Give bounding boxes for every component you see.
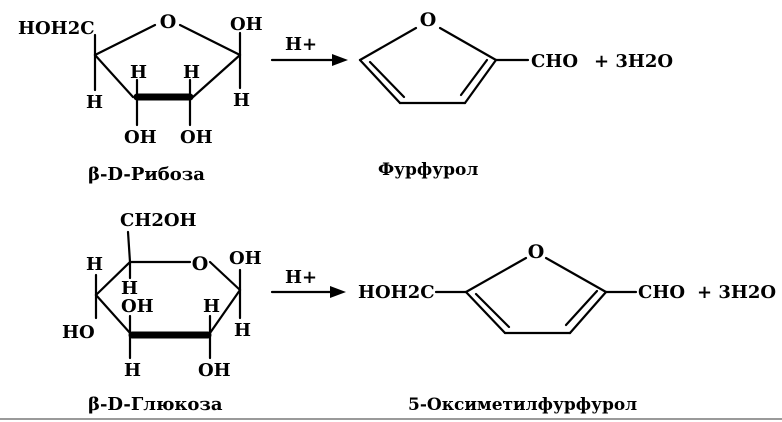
arrow-head [330,286,346,298]
furan-oxygen: O [420,9,437,31]
glucose-caption: β-D-Глюкоза [88,394,223,415]
arrow-2: H+ [270,267,346,298]
cho-group: CHO [638,282,685,303]
c3-h-label: H [124,360,141,381]
ch2oh-group: CH2OH [120,210,197,231]
ring-bond [208,260,242,292]
catalyst-label: H+ [285,267,317,288]
c2-h-label: H [183,62,200,83]
furfural-molecule: O CHO [358,9,578,105]
ribose-molecule: O HOH2C OH H H H H OH OH [18,11,263,148]
ring-bond [93,53,135,99]
c4-h-label: H [86,92,103,113]
hoh2c-group: HOH2C [18,18,95,39]
ring-bond [358,26,418,62]
catalyst-label: H+ [285,34,317,55]
c4-h-label: H [86,254,103,275]
water-term: + 3H2O [594,51,673,72]
c1-h-label: H [233,90,250,111]
ring-double-bond [564,289,599,327]
c4-ho-label: HO [62,322,95,343]
ring-bond [464,256,528,294]
c2-oh-label: OH [198,360,231,381]
ring-bond [93,23,157,57]
hmf-caption: 5-Оксиметилфурфурол [408,395,637,415]
ring-bond [438,26,498,62]
c5-h-label: H [121,278,138,299]
water-term: + 3H2O [697,282,776,303]
glucose-molecule: CH2OH O OH H H H HO OH H H OH [62,210,262,381]
ring-bond [544,256,608,294]
ring-bond [94,260,132,297]
c1-oh-label: OH [229,248,262,269]
ribose-caption: β-D-Рибоза [88,164,205,185]
ring-double-bond [368,60,406,99]
ring-oxygen: O [160,11,177,33]
c2-h-label: H [203,296,220,317]
ring-bond [463,58,498,105]
ring-double-bond [459,58,489,97]
ring-oxygen: O [192,253,209,275]
c1-oh-label: OH [230,14,263,35]
ring-double-bond [474,292,511,329]
hoh2c-group: HOH2C [358,282,435,303]
bond-c5-c6 [126,230,132,264]
c1-h-label: H [234,320,251,341]
furan-oxygen: O [528,241,545,263]
c2-oh-label: OH [180,127,213,148]
c3-oh-label: OH [124,127,157,148]
ring-bond [178,23,242,57]
furfural-caption: Фурфурол [378,160,478,180]
c3-oh-label: OH [121,296,154,317]
arrow-head [332,54,348,66]
ring-bond [568,290,608,335]
c3-h-label: H [130,62,147,83]
ring-bond [191,53,242,99]
ring-bond [208,288,242,335]
arrow-1: H+ [270,34,348,66]
ring-bond [94,293,132,335]
ring-bond [358,58,402,105]
hmf-molecule: HOH2C O CHO [358,241,685,335]
cho-group: CHO [531,51,578,72]
ring-bond [464,290,507,335]
